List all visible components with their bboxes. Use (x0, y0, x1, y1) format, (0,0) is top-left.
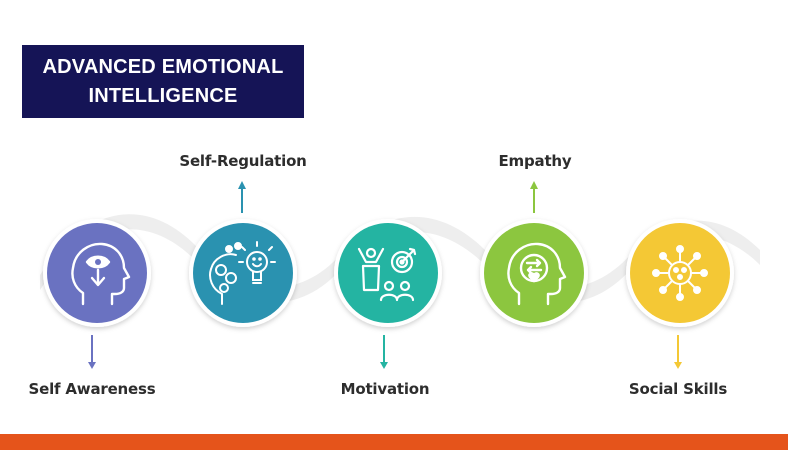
step-empathy (480, 219, 588, 327)
step-self-regulation (189, 219, 297, 327)
connector-motivation (380, 335, 388, 369)
step-motivation (334, 219, 442, 327)
bottom-accent-bar (0, 434, 788, 450)
step-label-empathy: Empathy (498, 152, 572, 170)
connector-social-skills (674, 335, 682, 369)
connector-empathy (530, 181, 538, 213)
step-self-awareness (43, 219, 151, 327)
step-label-self-awareness: Self Awareness (28, 380, 156, 398)
connector-self-regulation (238, 181, 246, 213)
step-social-skills (626, 219, 734, 327)
goal-team-icon (357, 247, 417, 302)
title-line-2: INTELLIGENCE (88, 84, 238, 107)
title-line-1: ADVANCED EMOTIONAL (42, 55, 284, 78)
step-label-self-regulation: Self-Regulation (179, 152, 307, 170)
head-eye-icon (71, 242, 131, 306)
head-heart-icon (507, 242, 567, 306)
title-box: ADVANCED EMOTIONAL INTELLIGENCE (22, 45, 304, 118)
connector-self-awareness (88, 335, 96, 369)
step-label-social-skills: Social Skills (628, 380, 728, 398)
network-people-icon (652, 245, 708, 301)
step-label-motivation: Motivation (340, 380, 430, 398)
emotions-lightbulb-icon (209, 241, 276, 305)
